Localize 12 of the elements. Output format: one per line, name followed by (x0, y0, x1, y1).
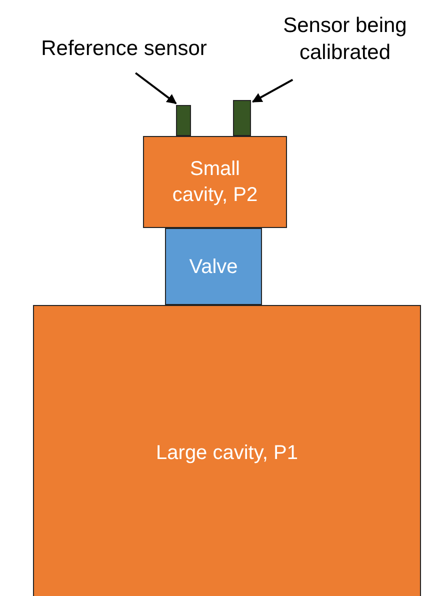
cavity-box (33, 305, 421, 596)
arrow (252, 78, 294, 103)
arrow (135, 72, 177, 104)
cavity-box (143, 136, 287, 228)
sensor-bar (233, 100, 251, 136)
label-text: Reference sensor (41, 36, 207, 62)
label-text: Sensor being calibrated (282, 12, 408, 66)
node-label: Small cavity, P2 (171, 157, 259, 208)
node-label: Large cavity, P1 (156, 440, 298, 466)
node-label: Valve (189, 254, 238, 280)
sensor-bar (176, 105, 191, 136)
valve-box (165, 228, 262, 305)
